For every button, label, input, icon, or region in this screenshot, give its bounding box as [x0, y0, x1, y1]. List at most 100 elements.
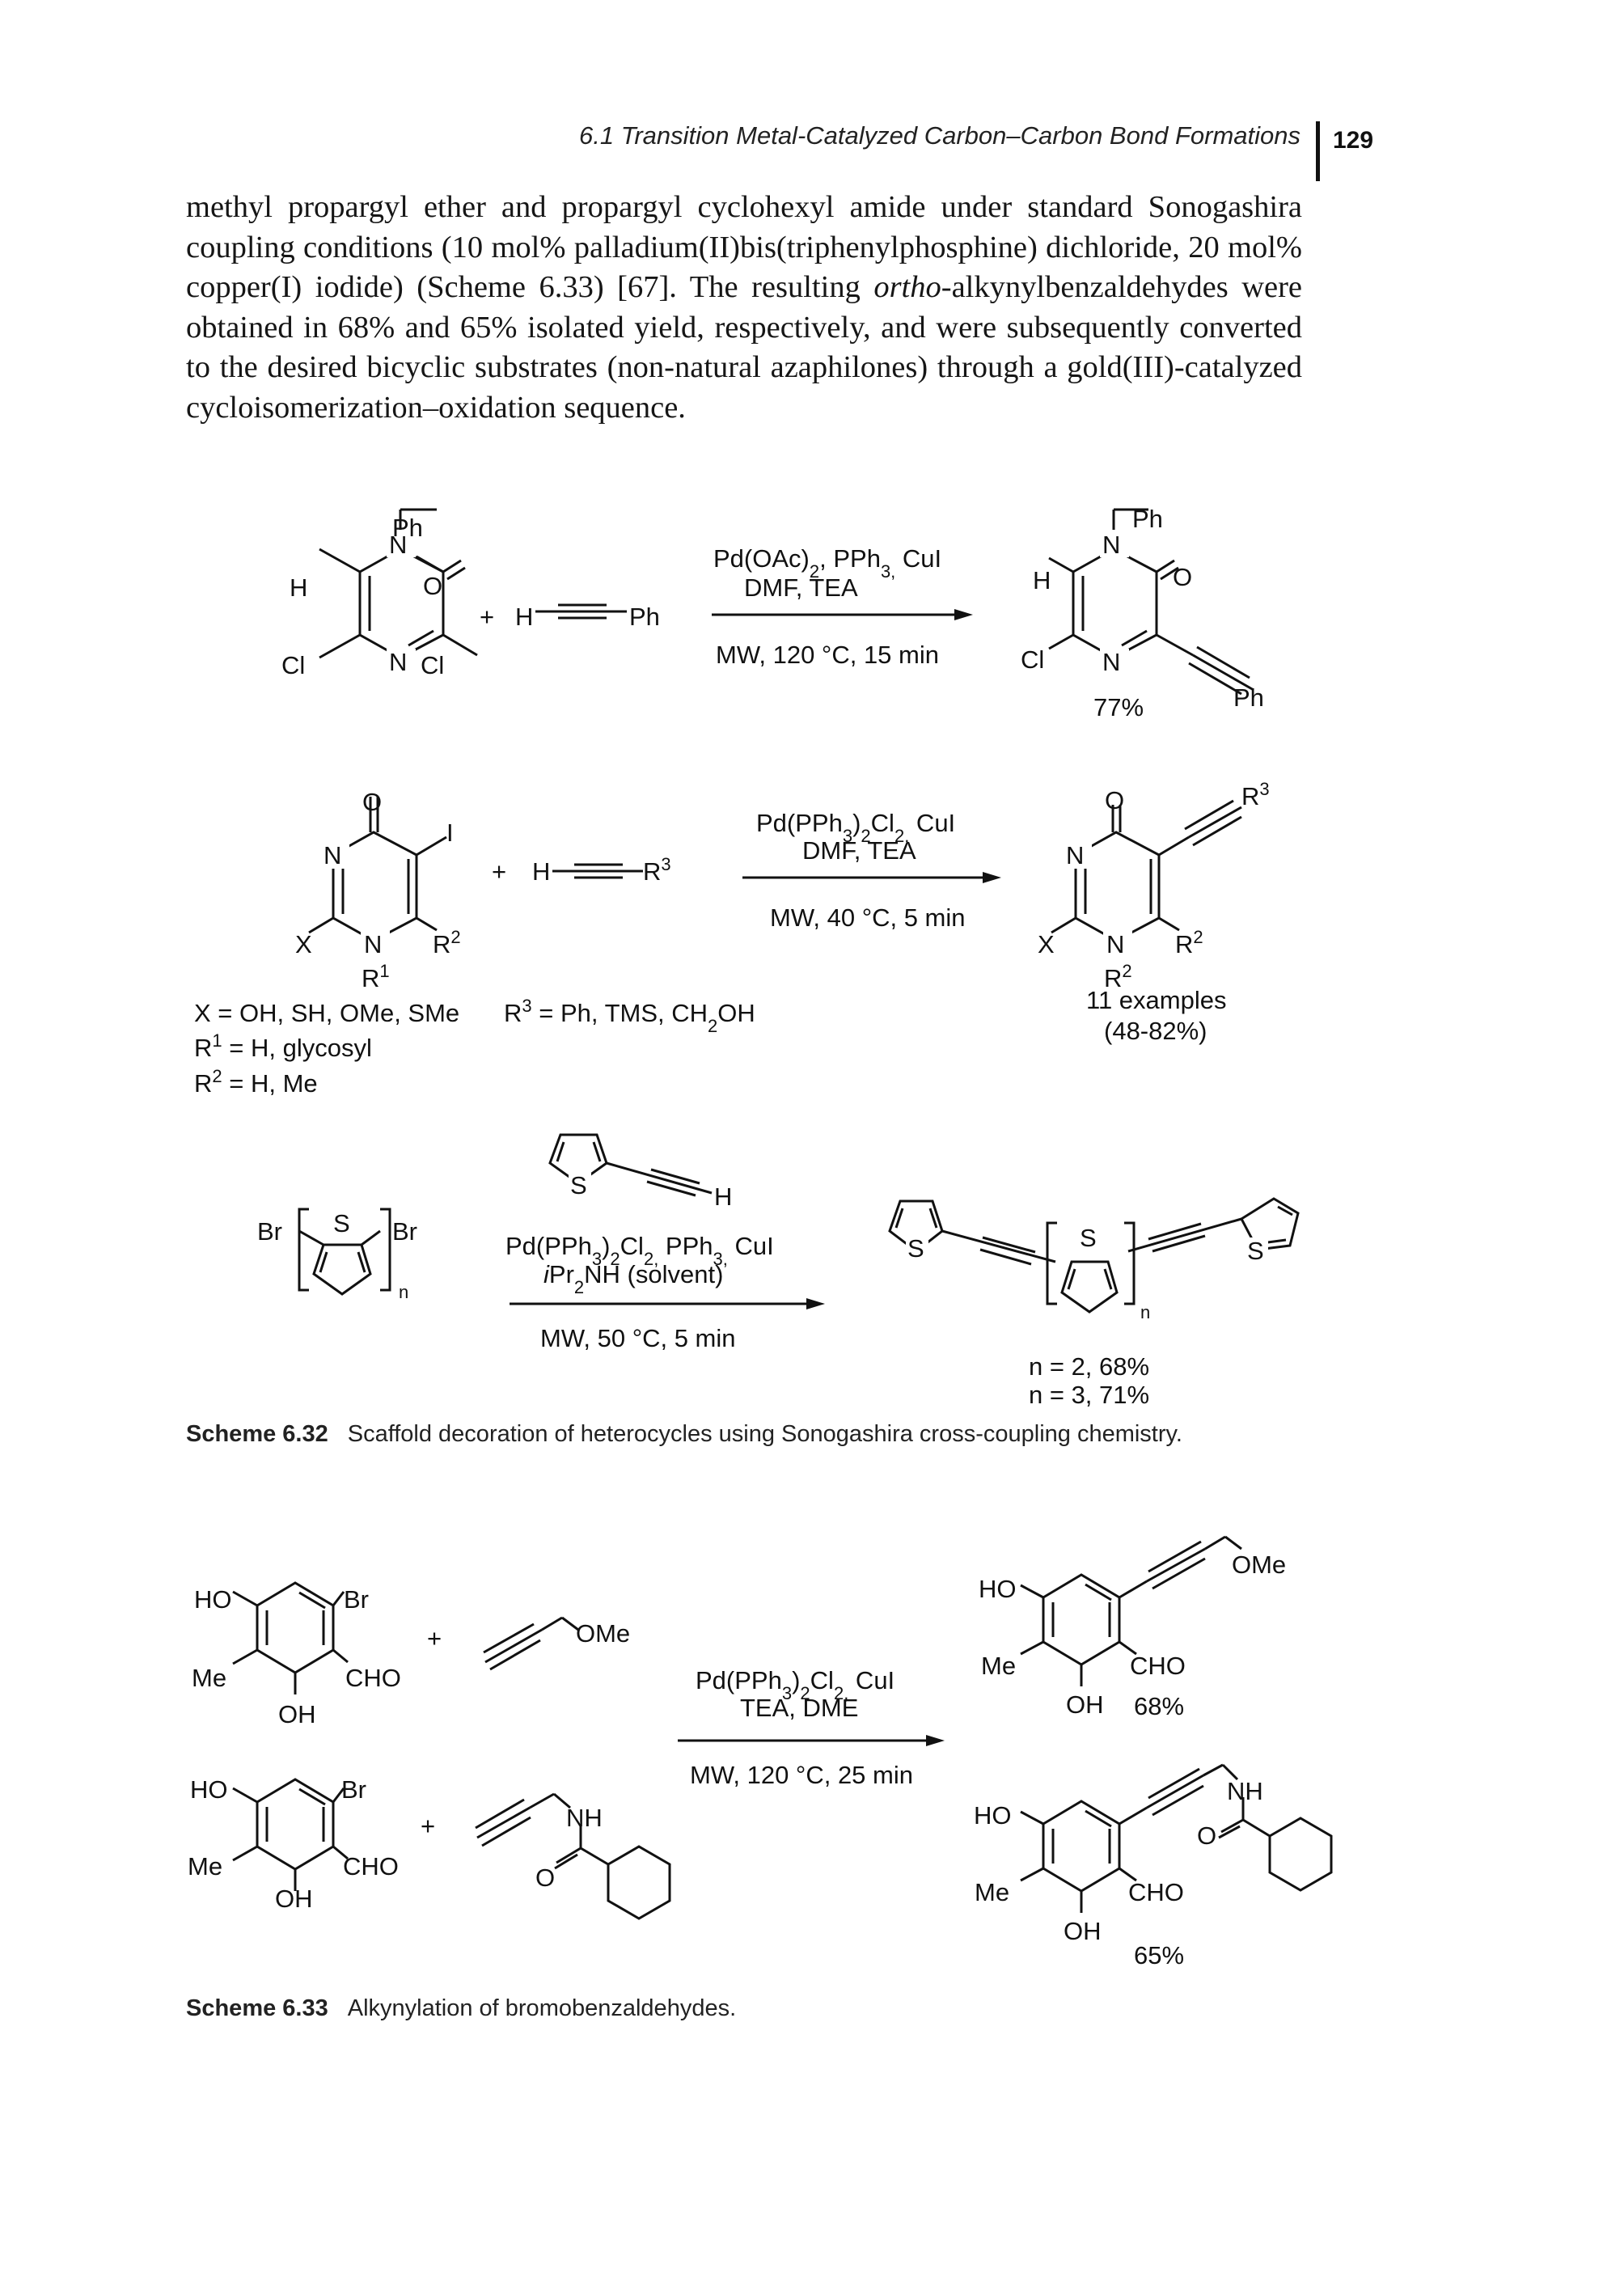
conditions-2-bottom: MW, 40 °C, 5 min — [770, 903, 966, 932]
yield-n2: n = 2, 68% — [1029, 1352, 1149, 1381]
substituent-r3: R3 = Ph, TMS, CH2OH — [504, 996, 755, 1036]
atom-h: H — [714, 1182, 732, 1211]
examples-count: 11 examples — [1086, 986, 1226, 1014]
alkyne-h: H — [532, 857, 550, 886]
repeat-n: n — [1140, 1302, 1150, 1322]
header-rule — [1316, 121, 1320, 181]
running-header: 6.1 Transition Metal-Catalyzed Carbon–Ca… — [0, 121, 1624, 170]
reaction-arrow-633 — [678, 1735, 945, 1746]
atom-s: S — [333, 1209, 350, 1237]
atom-s: S — [1080, 1224, 1097, 1252]
pyrimidinone-reactant — [308, 797, 447, 956]
atom-x: X — [295, 930, 312, 958]
atom-i: I — [446, 819, 454, 847]
substituent-r1: R1 = H, glycosyl — [194, 1030, 372, 1063]
plus-sign: + — [492, 857, 506, 886]
caption-text: Alkynylation of bromobenzaldehydes. — [347, 1995, 737, 2021]
atom-n: N — [1102, 648, 1120, 676]
atom-s: S — [570, 1171, 587, 1199]
alkyne-ph: Ph — [629, 603, 660, 631]
atom-br: Br — [344, 1585, 369, 1614]
bromobenzaldehyde-2 — [232, 1778, 349, 1891]
atom-ho: HO — [979, 1575, 1017, 1603]
atom-cho: CHO — [1128, 1878, 1184, 1906]
atom-ome: OMe — [576, 1619, 630, 1648]
atom-br: Br — [341, 1775, 366, 1804]
conditions-3-bottom: MW, 50 °C, 5 min — [540, 1324, 736, 1352]
terminal-alkyne — [552, 863, 643, 879]
substituent-x: X = OH, SH, OMe, SMe — [194, 999, 459, 1027]
substituent-r2: R2 = H, Me — [194, 1066, 318, 1098]
alkyne-r3: R3 — [643, 854, 671, 886]
atom-n: N — [324, 841, 341, 869]
atom-n: N — [1066, 841, 1084, 869]
atom-n: N — [389, 531, 407, 559]
atom-o: O — [1173, 563, 1192, 591]
atom-n: N — [389, 648, 407, 676]
atom-cho: CHO — [345, 1664, 401, 1692]
conditions-633-bottom: MW, 120 °C, 25 min — [690, 1761, 913, 1789]
atom-br: Br — [257, 1217, 282, 1246]
atom-s: S — [907, 1234, 924, 1263]
atom-o: O — [535, 1864, 555, 1892]
plus-sign: + — [480, 603, 494, 631]
atom-cl: Cl — [1021, 645, 1044, 674]
repeat-n: n — [399, 1282, 408, 1302]
atom-n: N — [1106, 930, 1124, 958]
alkynylbenzaldehyde-product-2 — [1020, 1763, 1333, 1913]
atom-br: Br — [392, 1217, 417, 1246]
ethynylthiophene — [548, 1133, 713, 1197]
atom-oh: OH — [1066, 1690, 1104, 1719]
reaction-arrow-3 — [510, 1298, 825, 1309]
scheme-633-caption: Scheme 6.33 Alkynylation of bromobenzalde… — [186, 1995, 736, 2022]
conditions-3-mid: iPr2NH (solvent) — [543, 1260, 723, 1297]
caption-text: Scaffold decoration of heterocycles usin… — [347, 1421, 1182, 1447]
atom-nh: NH — [1227, 1777, 1263, 1805]
atom-me: Me — [192, 1664, 226, 1692]
atom-me: Me — [975, 1878, 1009, 1906]
atom-ome: OMe — [1232, 1551, 1286, 1579]
scheme-632-caption: Scheme 6.32 Scaffold decoration of hetero… — [186, 1421, 1182, 1448]
atom-h: H — [290, 573, 307, 602]
yield-65: 65% — [1134, 1941, 1184, 1969]
atom-cho: CHO — [1130, 1652, 1186, 1680]
methyl-propargyl-ether — [483, 1616, 579, 1671]
conditions-1-mid: DMF, TEA — [744, 573, 858, 602]
caption-label: Scheme 6.32 — [186, 1421, 328, 1447]
atom-cl: Cl — [421, 651, 444, 679]
bis-thienylethynyl-oligothiophene — [888, 1197, 1300, 1314]
atom-n: N — [1102, 531, 1120, 559]
caption-label: Scheme 6.33 — [186, 1995, 328, 2021]
atom-s: S — [1247, 1237, 1264, 1265]
atom-r3: R3 — [1241, 779, 1270, 811]
atom-r1: R1 — [362, 961, 390, 993]
atom-oh: OH — [1064, 1917, 1102, 1945]
atom-ph: Ph — [1233, 683, 1264, 712]
atom-o: O — [362, 788, 382, 816]
atom-x: X — [1038, 930, 1055, 958]
pyrazinone-product — [1048, 508, 1254, 696]
pyrimidinone-product — [1051, 799, 1242, 956]
atom-o: O — [1105, 786, 1124, 814]
alkyne-h: H — [515, 603, 533, 631]
reaction-arrow-2 — [742, 872, 1001, 883]
oligothiophene-dibromide — [298, 1208, 391, 1296]
atom-r2: R2 — [1175, 927, 1203, 959]
atom-o: O — [1197, 1821, 1216, 1850]
conditions-633-mid: TEA, DME — [740, 1694, 858, 1722]
atom-me: Me — [981, 1652, 1016, 1680]
plus-sign: + — [421, 1812, 435, 1840]
atom-ph: Ph — [392, 514, 423, 542]
atom-ho: HO — [194, 1585, 232, 1614]
phenylacetylene — [535, 603, 627, 620]
yield-68: 68% — [1134, 1692, 1184, 1720]
paragraph-text: methyl propargyl ether and propargyl cyc… — [186, 190, 1302, 425]
body-paragraph: methyl propargyl ether and propargyl cyc… — [186, 188, 1302, 428]
alkynylbenzaldehyde-product-1 — [1020, 1535, 1242, 1686]
propargyl-cyclohexanecarboxamide — [475, 1792, 671, 1920]
atom-ph: Ph — [1132, 505, 1163, 533]
atom-h: H — [1033, 566, 1051, 594]
conditions-1-bottom: MW, 120 °C, 15 min — [716, 641, 939, 669]
atom-oh: OH — [278, 1700, 316, 1728]
